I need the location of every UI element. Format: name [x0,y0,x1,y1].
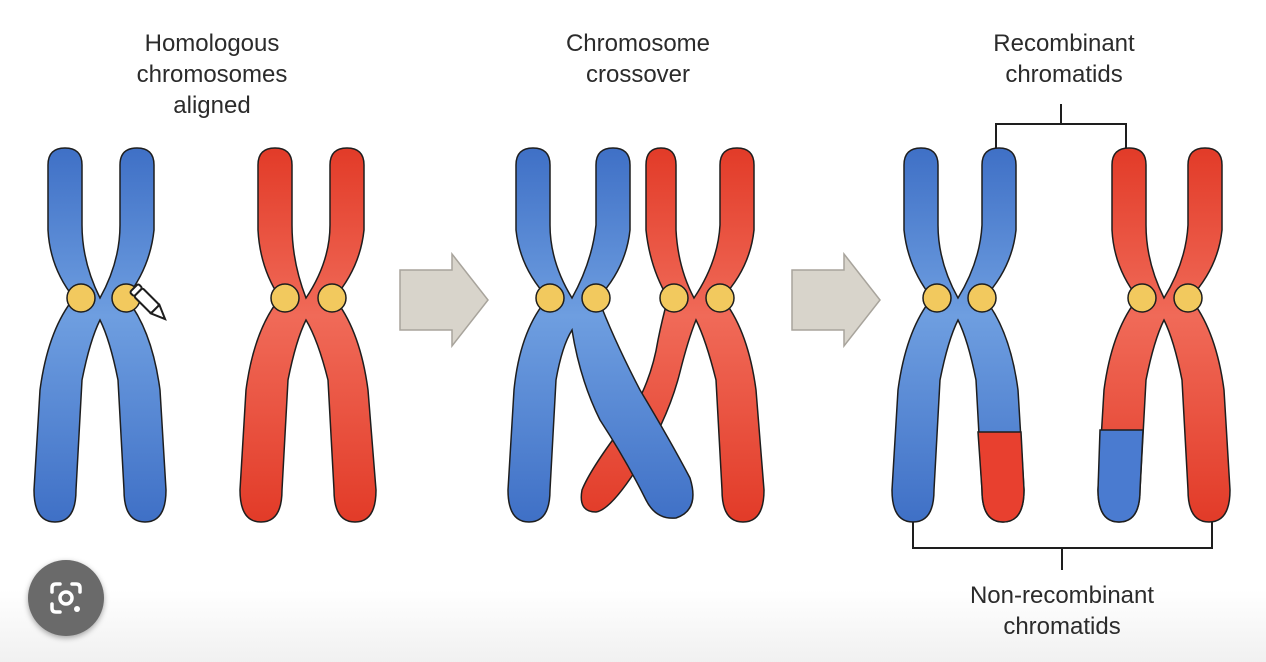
non-recombinant-bracket [912,522,1213,570]
label-chromosome-crossover: Chromosome crossover [565,30,711,88]
stage3-red-blue-segment [1097,429,1144,523]
arrow-1 [399,251,489,349]
stage1-red-chromosome [239,147,377,523]
recombinant-bracket [995,104,1127,148]
stage3-blue-red-segment [977,431,1025,523]
pencil-icon [129,283,167,321]
label-homologous-aligned: Homologous chromosomes aligned [136,30,288,119]
label-recombinant-chromatids: Recombinant chromatids [993,30,1135,88]
arrow-2 [791,251,881,349]
stage2-blue-chromosome [507,147,694,523]
label-non-recombinant-chromatids: Non-recombinant chromatids [969,582,1155,640]
stage1-blue-chromosome [33,147,167,523]
stage3-blue-chromosome [891,147,1025,523]
stage3-red-chromosome [1097,147,1231,523]
lens-search-button[interactable] [28,560,104,636]
lens-search-icon [50,582,82,614]
